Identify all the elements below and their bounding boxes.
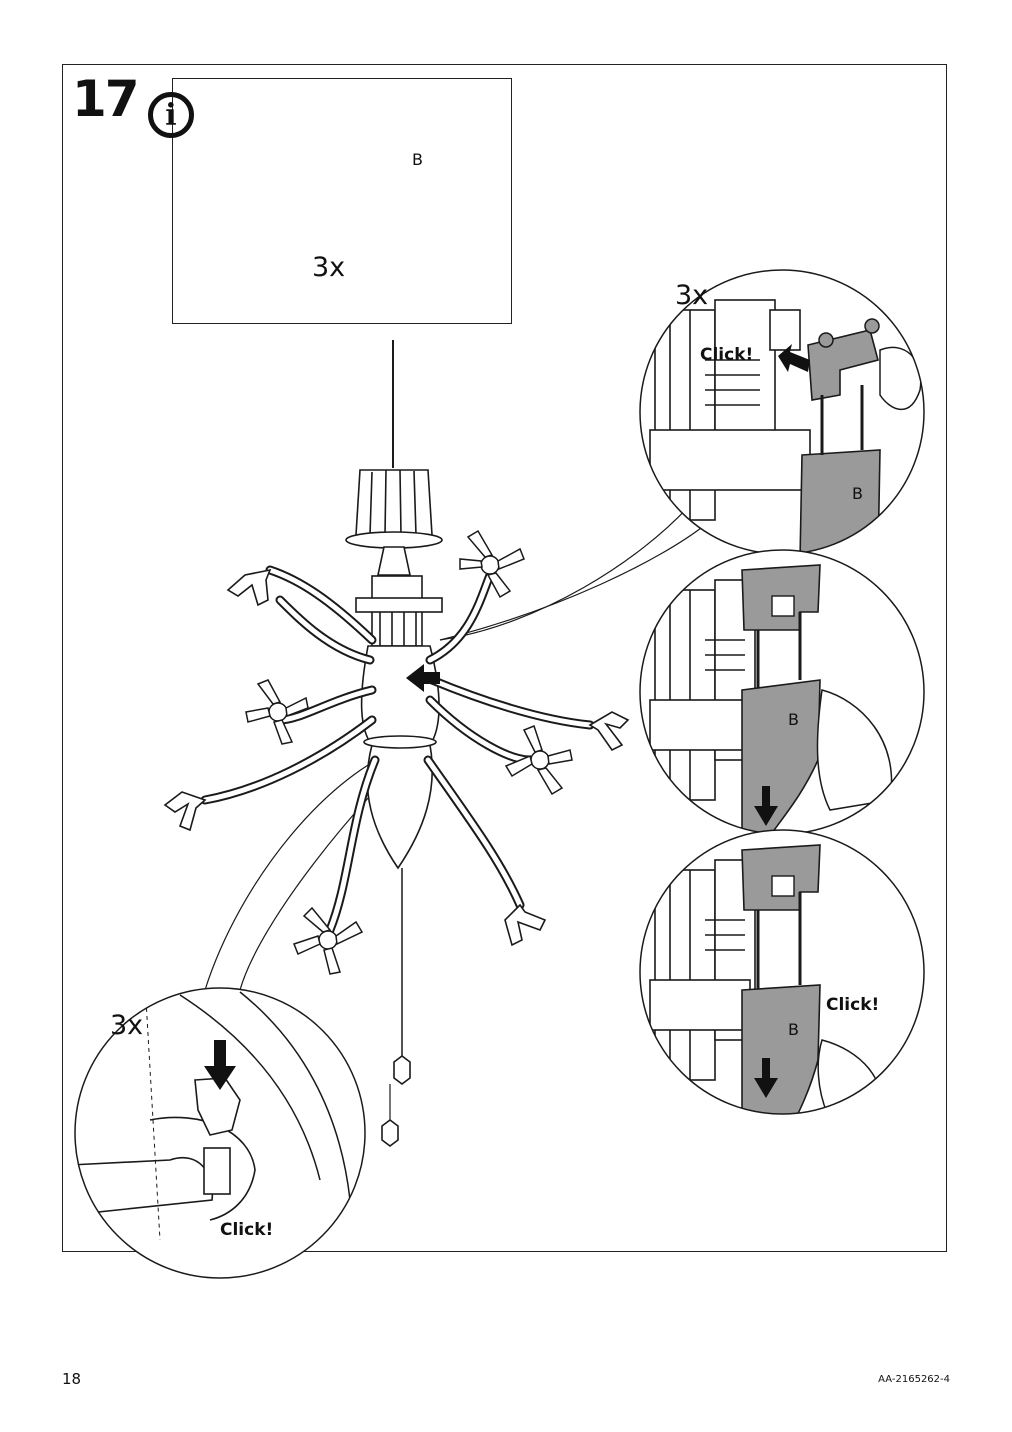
left-detail-click-label: Click! xyxy=(220,1220,274,1240)
push-arrow xyxy=(406,664,440,692)
lamp-arms-inner xyxy=(202,567,593,933)
arm-tips xyxy=(163,568,630,947)
step-frame xyxy=(62,64,947,1252)
bottom-detail-part-letter: B xyxy=(788,1020,799,1039)
info-part-letter: B xyxy=(412,150,423,169)
top-detail-part-letter: B xyxy=(852,484,863,503)
info-quantity: 3x xyxy=(312,252,346,283)
page-number: 18 xyxy=(62,1370,82,1388)
left-detail-quantity: 3x xyxy=(110,1010,144,1041)
middle-detail-part-letter: B xyxy=(788,710,799,729)
info-panel xyxy=(172,78,512,324)
top-detail-quantity: 3x xyxy=(675,280,709,311)
step-number: 17 xyxy=(72,70,140,128)
detail-circle-middle xyxy=(640,550,924,834)
detail-circle-bottom xyxy=(640,830,924,1114)
top-detail-click-label: Click! xyxy=(700,345,754,365)
info-icon: i xyxy=(148,92,194,138)
detail-circle-left xyxy=(75,988,365,1278)
bottom-detail-click-label: Click! xyxy=(826,995,880,1015)
document-code: AA-2165262-4 xyxy=(878,1374,950,1385)
detail-circle-top xyxy=(640,270,924,554)
flower-heads xyxy=(245,529,573,975)
lamp-assembly xyxy=(345,340,443,1147)
